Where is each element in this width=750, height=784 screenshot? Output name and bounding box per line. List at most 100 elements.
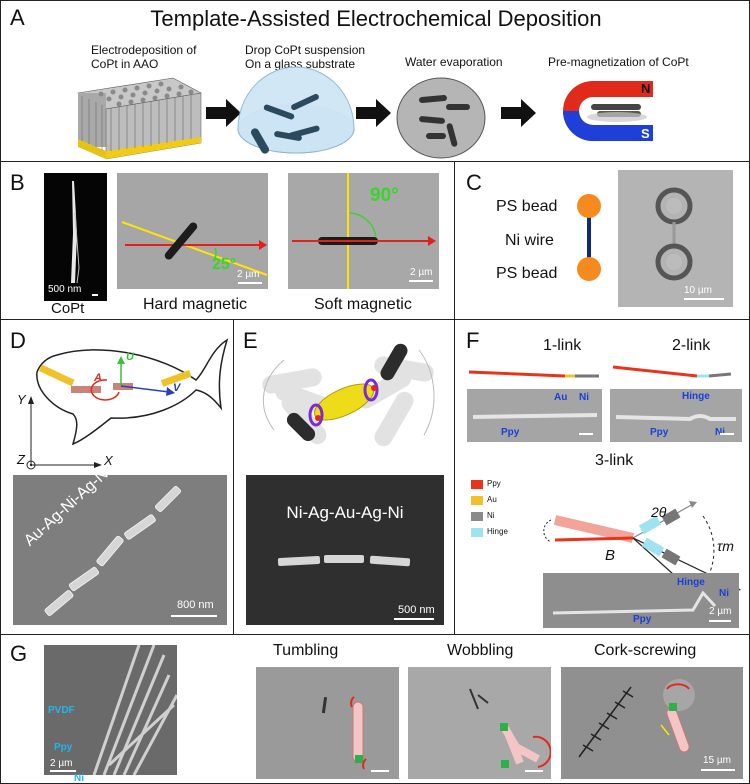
hard-scalebar-label: 2 µm xyxy=(237,269,260,280)
panel-c-label: C xyxy=(466,170,482,195)
g-sem-image: PVDF Ppy Ni 2 µm xyxy=(44,645,177,783)
e-scalebar xyxy=(394,618,434,620)
panel-d: D Y Z X U A V xyxy=(0,319,234,635)
link3-ppy-label: Ppy xyxy=(633,614,652,625)
axis-z-label: Z xyxy=(17,452,25,467)
soft-magnetic-image: 90° 2 µm xyxy=(288,173,439,289)
horseshoe-magnet xyxy=(563,81,653,141)
g-scalebar-label: 2 µm xyxy=(50,758,73,769)
panel-d-label: D xyxy=(10,328,26,353)
link1-scalebar xyxy=(579,433,593,435)
d-sem-image: Au-Ag-Ni-Ag-Ni-Ag-Au 800 nm xyxy=(13,430,227,625)
panel-e-label: E xyxy=(243,328,258,353)
link2-title: 2-link xyxy=(672,337,711,354)
vector-v-label: V xyxy=(173,382,181,394)
droplet-dome xyxy=(237,66,355,154)
link1-ni-label: Ni xyxy=(579,392,589,403)
legend-ni: Ni xyxy=(487,511,495,520)
link1-sem-image: Au Ni Ppy xyxy=(467,389,602,442)
panel-g-label: G xyxy=(10,641,28,666)
panel-e: E Ni-Ag-Au-Ag-Ni 500 nm xyxy=(233,319,455,635)
link2-hinge-label: Hinge xyxy=(682,391,710,402)
step3-label: Water evaporation xyxy=(405,55,503,69)
g-scalebar xyxy=(50,770,76,772)
e-rotation-schematic xyxy=(262,343,435,447)
ps-bead-top-label: PS bead xyxy=(496,198,558,215)
link2-scalebar xyxy=(720,433,734,435)
panel-a-label: A xyxy=(10,5,25,30)
e-right-ni-segment xyxy=(380,343,408,381)
link3-scalebar xyxy=(709,620,731,622)
fish-schematic xyxy=(26,338,229,470)
tumbling-title: Tumbling xyxy=(273,642,339,659)
vector-u-label: U xyxy=(126,351,134,363)
arrow-1-icon xyxy=(206,99,241,127)
corkscrew-scalebar xyxy=(701,769,735,771)
corkscrew-scalebar-label: 15 µm xyxy=(703,755,731,766)
b-field-label: B xyxy=(605,547,616,564)
aao-template-block xyxy=(77,77,202,160)
panel-a-title: Template-Assisted Electrochemical Deposi… xyxy=(150,6,602,31)
theta-label: 2θ xyxy=(651,504,667,520)
bead-micrograph: 10 µm xyxy=(618,170,733,307)
hard-magnetic-caption: Hard magnetic xyxy=(143,296,248,313)
dried-substrate xyxy=(396,77,486,159)
axis-y-label: Y xyxy=(17,392,26,407)
ps-bead-top xyxy=(577,194,601,218)
hard-magnetic-image: 25° 2 µm xyxy=(117,173,268,289)
panel-a-graphics xyxy=(77,66,653,160)
magnet-n-label: N xyxy=(641,81,651,96)
step4-label: Pre-magnetization of CoPt xyxy=(548,55,689,69)
corkscrewing-image: 15 µm xyxy=(561,667,743,779)
e-scalebar-label: 500 nm xyxy=(398,604,435,616)
wobbling-title: Wobbling xyxy=(447,642,514,659)
e-left-ni-segment xyxy=(286,412,316,442)
link1-title: 1-link xyxy=(543,337,582,354)
link3-scalebar-label: 2 µm xyxy=(709,606,732,617)
copt-scalebar-label: 500 nm xyxy=(48,284,82,295)
panel-f-label: F xyxy=(466,328,480,353)
magnet-s-label: S xyxy=(641,126,650,141)
tumbling-scalebar xyxy=(371,770,389,772)
legend-au: Au xyxy=(487,495,497,504)
e-composition-label: Ni-Ag-Au-Ag-Ni xyxy=(286,503,404,522)
bead-scalebar xyxy=(684,298,724,300)
copt-caption: CoPt xyxy=(51,300,85,317)
panel-b-label: B xyxy=(10,170,25,195)
panel-f: F 1-link 2-link Au Ni Ppy Hinge Ppy Ni 3… xyxy=(454,319,750,635)
copt-scalebar xyxy=(92,294,98,296)
vector-a-label: A xyxy=(94,372,102,384)
ni-wire-label: Ni wire xyxy=(505,232,554,249)
e-sem-image: Ni-Ag-Au-Ag-Ni 500 nm xyxy=(246,475,444,625)
wobbling-scalebar xyxy=(525,770,543,772)
link3-ni-label: Ni xyxy=(719,588,729,599)
link1-au-label: Au xyxy=(554,392,568,403)
arrow-2-icon xyxy=(356,99,391,127)
soft-scalebar xyxy=(409,280,433,282)
tau-label: τm xyxy=(717,538,734,554)
step1-label: Electrodeposition of CoPt in AAO xyxy=(91,43,197,71)
bead-scalebar-label: 10 µm xyxy=(684,285,712,296)
d-scalebar xyxy=(171,615,217,617)
bead-wire-schematic xyxy=(577,194,601,281)
link3-title: 3-link xyxy=(595,452,634,469)
g-ni-label: Ni xyxy=(74,773,84,784)
panel-g: G PVDF Ppy Ni 2 µm Tumbling Wobbling Cor… xyxy=(0,634,750,784)
g-ppy-label: Ppy xyxy=(54,742,73,753)
link3-sem-image: Hinge Ni Ppy 2 µm xyxy=(543,573,739,628)
link2-ppy-label: Ppy xyxy=(650,427,669,438)
ps-bead-bottom xyxy=(577,257,601,281)
arrow-3-icon xyxy=(501,99,536,127)
wobbling-image xyxy=(408,667,551,779)
soft-magnetic-caption: Soft magnetic xyxy=(314,296,412,313)
angle-90-label: 90° xyxy=(370,185,399,206)
legend-hinge: Hinge xyxy=(487,527,508,536)
angle-25-label: 25° xyxy=(212,256,237,273)
ps-bead-bottom-label: PS bead xyxy=(496,265,558,282)
copt-sem-image: 500 nm xyxy=(44,173,107,301)
link3-hinge-label: Hinge xyxy=(677,577,705,588)
panel-b: B 500 nm CoPt 25° 2 µm Hard magnetic xyxy=(0,161,455,320)
soft-scalebar-label: 2 µm xyxy=(410,267,433,278)
link1-ppy-label: Ppy xyxy=(501,427,520,438)
panel-a: A Template-Assisted Electrochemical Depo… xyxy=(0,0,750,162)
